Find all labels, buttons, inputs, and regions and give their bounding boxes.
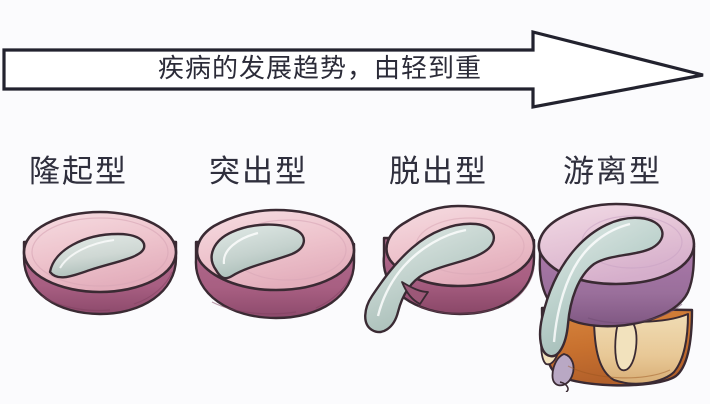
progression-arrow-banner (0, 22, 710, 117)
disc-bulging-graphic (22, 210, 178, 316)
disc-protrusion-illustration (188, 198, 363, 338)
disc-extrusion-graphic (364, 204, 536, 334)
stage-label-protruding: 突出型 (209, 154, 308, 189)
progression-arrow-label: 疾病的发展趋势，由轻到重 (158, 54, 483, 83)
disc-sequestration-illustration (524, 196, 710, 392)
stage-label-sequestered: 游离型 (563, 154, 662, 189)
disc-sequestration-graphic (537, 202, 696, 392)
stage-label-extruded: 脱出型 (389, 154, 488, 189)
arrow-shape-icon (2, 29, 704, 109)
disc-extrusion-illustration (358, 196, 543, 348)
disc-protrusion-graphic (194, 208, 356, 320)
stage-label-bulging: 隆起型 (29, 154, 128, 189)
disc-bulging-illustration (14, 200, 186, 330)
